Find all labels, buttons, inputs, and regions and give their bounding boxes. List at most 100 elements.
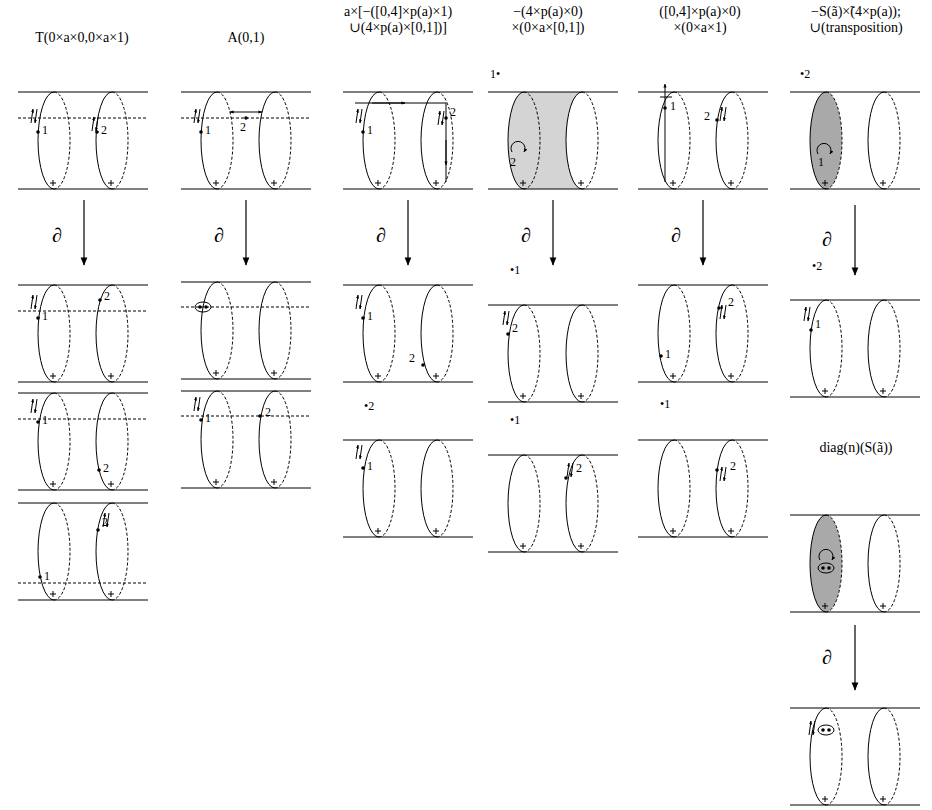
map-label: A(0,1) — [228, 30, 265, 46]
shaded-disk — [810, 92, 842, 189]
path-line — [355, 103, 446, 182]
point — [821, 566, 825, 570]
point-label: 1 — [205, 412, 211, 426]
top-line — [18, 503, 148, 504]
point — [717, 306, 721, 310]
boundary-arrow — [552, 200, 553, 265]
circle-back — [884, 708, 900, 805]
top-line — [790, 515, 920, 516]
bottom-line — [488, 552, 618, 553]
point-label: 2 — [103, 462, 109, 476]
tick-mark — [673, 180, 674, 186]
orientation-arrow — [442, 111, 444, 125]
boundary-symbol: ∂ — [521, 224, 531, 247]
point-label: 1 — [367, 310, 373, 324]
bottom-line — [638, 537, 768, 538]
point — [361, 130, 365, 134]
circle-front — [38, 92, 54, 189]
boundary-arrow — [245, 200, 246, 265]
point — [361, 316, 365, 320]
circle-front — [566, 455, 582, 552]
circle-front — [38, 285, 54, 382]
boundary-arrow — [854, 205, 855, 275]
orientation-arrow — [31, 109, 33, 123]
circle-back — [884, 300, 900, 397]
orientation-arrow — [35, 399, 37, 413]
circle-back — [379, 440, 395, 537]
circle-back — [217, 391, 233, 488]
point — [715, 468, 719, 472]
orientation-arrow — [35, 295, 37, 309]
circle-back — [582, 455, 598, 552]
circle-back — [884, 515, 900, 612]
map-label: −(4×p(a)×0) ×(0×a×[0,1]) — [484, 4, 612, 36]
boundary-arrow — [407, 200, 408, 265]
tick-mark — [436, 180, 437, 186]
point — [809, 328, 813, 332]
top-line — [638, 92, 768, 93]
bottom-line — [488, 189, 618, 190]
point — [198, 305, 202, 309]
circle-back — [54, 92, 70, 189]
collision-oval — [818, 563, 834, 573]
tick-mark — [111, 373, 112, 379]
point — [421, 363, 425, 367]
orientation-arrow — [507, 311, 509, 325]
point — [244, 116, 248, 120]
point-label: 2 — [240, 121, 246, 135]
orientation-arrow — [720, 107, 722, 121]
orientation-arrow — [356, 295, 358, 309]
tick-mark — [581, 393, 582, 399]
map-label: −S(ã)×̃(4×p(a)); ∪(transposition) — [788, 4, 924, 36]
tick-mark — [731, 180, 732, 186]
tick-mark — [111, 591, 112, 597]
circle-back — [884, 92, 900, 189]
tick-mark — [53, 373, 54, 379]
point-label: 1 — [367, 124, 373, 138]
circle-back — [826, 300, 842, 397]
circle-back — [524, 455, 540, 552]
tick-mark — [274, 370, 275, 376]
tick-mark — [274, 479, 275, 485]
point — [827, 566, 831, 570]
tick-mark — [378, 528, 379, 534]
circle-back — [826, 92, 842, 189]
orientation-arrow — [571, 463, 573, 477]
point-label: 2 — [104, 290, 110, 304]
circle-front — [508, 305, 524, 402]
top-line — [638, 285, 768, 286]
circle-back — [582, 92, 598, 189]
point — [96, 528, 100, 532]
circle-front — [421, 92, 437, 189]
point-label: 1 — [818, 156, 824, 170]
point — [821, 728, 825, 732]
circle-front — [363, 285, 379, 382]
top-line — [181, 282, 311, 283]
orientation-arrow — [356, 109, 358, 123]
circle-back — [54, 503, 70, 600]
translation-arrow — [230, 112, 262, 113]
circle-back — [582, 305, 598, 402]
top-line — [488, 455, 618, 456]
circle-back — [524, 305, 540, 402]
bottom-line — [18, 600, 148, 601]
point-label: 2 — [704, 110, 710, 124]
orientation-arrow — [356, 445, 358, 459]
circle-front — [201, 391, 217, 488]
orientation-arrow — [720, 305, 722, 319]
point — [715, 118, 719, 122]
orientation-arrow — [194, 397, 196, 411]
tick-mark — [378, 373, 379, 379]
top-line — [18, 92, 148, 93]
path-line — [665, 84, 666, 182]
map-label: a×[−([0,4]×p(a)×1) ∪(4×p(a)×[0,1])] — [323, 4, 473, 36]
point-label: •1 — [660, 398, 670, 412]
orientation-arrow — [724, 107, 726, 121]
map-label: ([0,4]×p(a)×0) ×(0×a×1) — [636, 4, 764, 36]
point — [199, 418, 203, 422]
circle-back — [732, 92, 748, 189]
orientation-arrow — [92, 117, 94, 131]
tick-mark — [660, 97, 672, 98]
point-label: •2 — [812, 260, 822, 274]
